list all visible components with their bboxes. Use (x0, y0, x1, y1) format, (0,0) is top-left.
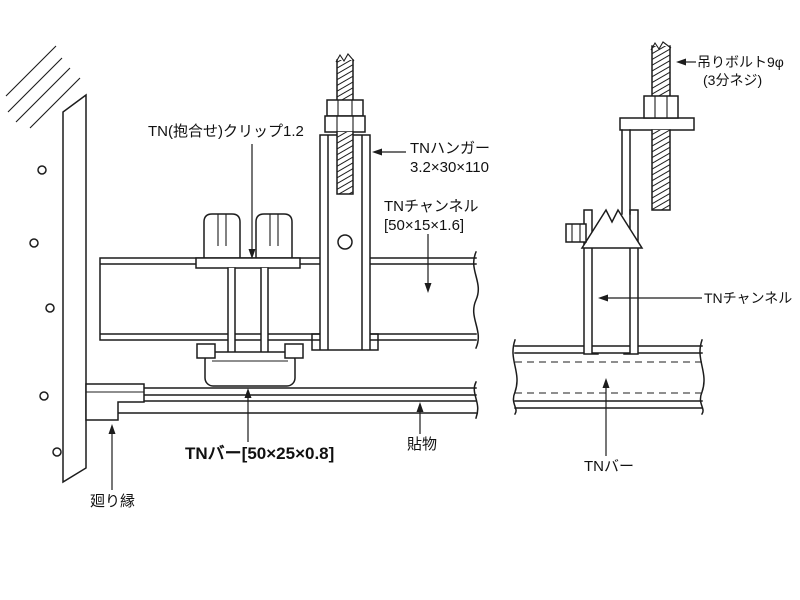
wall-section (5, 45, 87, 484)
tn-bar-board-lines (99, 387, 477, 414)
trim-profile (85, 383, 145, 421)
clip-tab-left (203, 213, 241, 259)
grip-bolt-head-facets (571, 224, 581, 242)
rod-nut-lower (324, 115, 366, 133)
tn-bar-right (512, 339, 705, 416)
trim-arrowhead (108, 424, 116, 434)
wall-hole (29, 238, 39, 248)
channel-left-arrowhead (424, 283, 432, 293)
label-texts: TN(抱合せ)クリップ1.2 TNハンガー 3.2×30×110 TNチャンネル… (90, 54, 792, 510)
clip-prong-mask-right (261, 268, 268, 354)
channel-right-arrowhead (598, 294, 608, 302)
ceiling-trim (85, 383, 145, 421)
bracket-arm (621, 129, 631, 215)
tn-bar-seat (204, 351, 296, 387)
tn-bar-right-break-right (699, 339, 705, 416)
hanger-label-line2: 3.2×30×110 (410, 159, 489, 176)
bolt-label-line1: 吊りボルト9φ (697, 54, 784, 70)
tn-channel-right (583, 209, 639, 355)
bolt-label-line2: (3分ネジ) (703, 72, 762, 88)
wall-hole (52, 447, 62, 457)
bracket-plate (619, 117, 695, 131)
tn-bar-and-board-left (99, 380, 479, 419)
clip-arrowhead (248, 249, 256, 259)
bolt-upper-lines (651, 45, 671, 97)
bolt-nut (643, 95, 679, 119)
wall-hole (37, 165, 47, 175)
bolt-top-break (650, 41, 672, 51)
leaders (108, 58, 702, 490)
rod-threads-lower (337, 132, 353, 194)
bolt-arrowhead (676, 58, 686, 66)
tn-bar-right-arrowhead (602, 378, 610, 388)
hanger-arrowhead (372, 148, 382, 156)
clip-tab-slots (217, 214, 279, 246)
tn-bar-board-break (473, 380, 479, 419)
rod-nut-facets (336, 100, 354, 132)
tn-clip (195, 213, 304, 387)
rod-nut-upper (326, 99, 364, 117)
bolt-threads-lower (652, 130, 670, 210)
rod-threads-upper (337, 60, 353, 100)
board-label: 貼物 (407, 436, 437, 453)
hanger-label-line1: TNハンガー (410, 140, 490, 157)
clip-hook-right (284, 343, 304, 359)
clip-hook-left (196, 343, 216, 359)
wall-hole (39, 391, 49, 401)
bolt-lower-lines (651, 129, 671, 211)
clip-prong-lines (227, 267, 269, 355)
grip-clip-wings (580, 208, 644, 249)
rod-lower-lines (336, 131, 354, 195)
wall-holes (29, 165, 62, 457)
channel-right-lines (583, 209, 639, 355)
channel-right-label: TNチャンネル (704, 290, 792, 306)
wall-outline (62, 93, 87, 484)
channel-left-break (473, 251, 479, 349)
channel-left-label-line2: [50×15×1.6] (384, 217, 464, 234)
wall-hole (45, 303, 55, 313)
hanger-bolt (324, 53, 366, 195)
clip-prong-mask-left (228, 268, 235, 354)
channel-left-label-line1: TNチャンネル (384, 198, 479, 215)
wall-break-hatch (5, 45, 81, 129)
board-arrowhead (416, 402, 424, 412)
hanger-hole (337, 234, 353, 250)
tn-bar-right-label: TNバー (584, 458, 634, 475)
tn-bar-left-label: TNバー[50×25×0.8] (185, 444, 334, 463)
tn-bar-left-arrowhead (244, 388, 252, 398)
channel-right-mask-left (584, 210, 592, 354)
clip-label: TN(抱合せ)クリップ1.2 (148, 123, 304, 140)
clip-shoulder (195, 257, 301, 269)
bolt-nut-facets (654, 96, 668, 118)
rod-upper-lines (336, 59, 354, 101)
channel-left-lines (99, 257, 477, 341)
bolt-threads-upper (652, 46, 670, 96)
tn-bar-right-hidden-lines (515, 361, 702, 394)
tn-bar-right-break-left (512, 339, 518, 416)
suspension-bolt (643, 41, 679, 211)
channel-grip-clip (565, 208, 644, 249)
rod-top-break (335, 53, 355, 63)
clip-tab-right (255, 213, 293, 259)
channel-right-mask-right (630, 210, 638, 354)
tn-bar-right-solid-lines (514, 345, 703, 409)
grip-bolt-head (565, 223, 587, 243)
trim-label: 廻り縁 (90, 493, 135, 510)
